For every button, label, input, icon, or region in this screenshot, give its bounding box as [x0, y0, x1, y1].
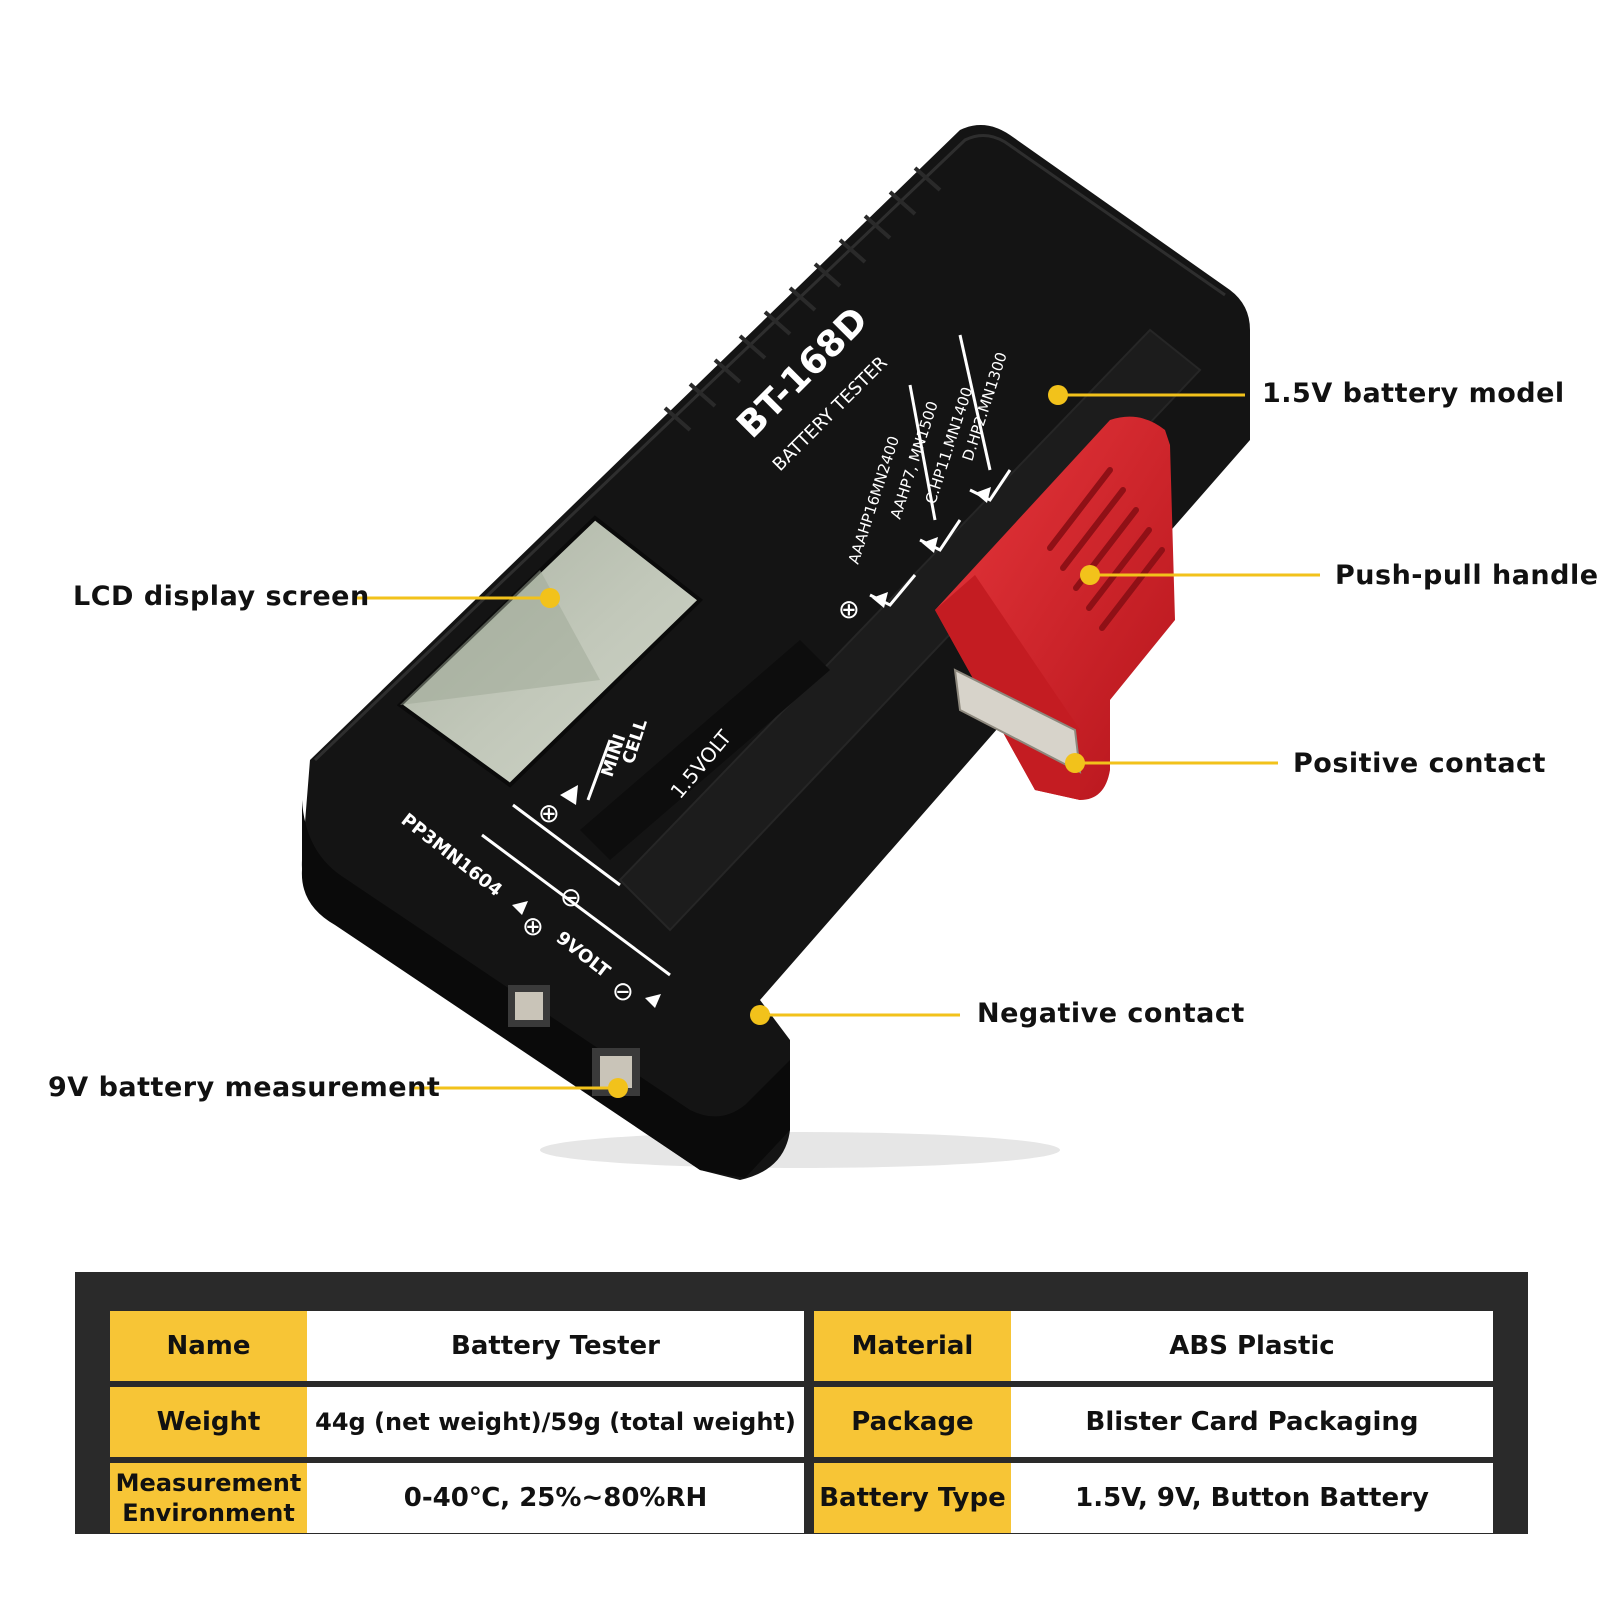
minus-symbol: ⊖ [560, 883, 582, 913]
minus-symbol-9v: ⊖ [612, 977, 634, 1007]
volt9-arrow [645, 994, 661, 1008]
plus-symbol-top: ⊕ [838, 595, 860, 625]
mini-cell-line [586, 739, 612, 801]
callout-handle: Push-pull handle [1335, 560, 1599, 591]
nine-volt-marker-line [481, 833, 671, 977]
spec-row: Name Battery Tester Material ABS Plastic [110, 1311, 1493, 1381]
spec-value: 0-40℃, 25%~80%RH [307, 1463, 804, 1533]
pp3-arrow [512, 901, 528, 915]
mini-cell-arrow [560, 785, 578, 805]
callout-dots [540, 385, 1100, 1098]
spec-table: Name Battery Tester Material ABS Plastic… [110, 1305, 1493, 1539]
spec-gap [804, 1387, 814, 1457]
spec-value: 1.5V, 9V, Button Battery [1011, 1463, 1493, 1533]
spec-row: Measurement Environment 0-40℃, 25%~80%RH… [110, 1463, 1493, 1533]
minus-marker-line [512, 803, 621, 887]
spec-key: Material [814, 1311, 1011, 1381]
callout-nine-volt: 9V battery measurement [48, 1072, 441, 1103]
spec-key: Measurement Environment [110, 1463, 307, 1533]
callout-battery-model: 1.5V battery model [1262, 378, 1565, 409]
spec-row: Weight 44g (net weight)/59g (total weigh… [110, 1387, 1493, 1457]
callout-lines [355, 393, 1320, 1090]
spec-key: Weight [110, 1387, 307, 1457]
slot-arrows [872, 487, 991, 608]
callout-positive: Positive contact [1293, 748, 1546, 779]
spec-key: Name [110, 1311, 307, 1381]
spec-value: 44g (net weight)/59g (total weight) [307, 1387, 804, 1457]
spec-table-panel: Name Battery Tester Material ABS Plastic… [75, 1272, 1528, 1534]
spec-value: ABS Plastic [1011, 1311, 1493, 1381]
callout-lcd: LCD display screen [73, 581, 370, 612]
device-shadow [540, 1132, 1060, 1168]
positive-contact-metal [953, 668, 1082, 774]
spec-key: Battery Type [814, 1463, 1011, 1533]
spec-key: Package [814, 1387, 1011, 1457]
callout-negative: Negative contact [977, 998, 1245, 1029]
battery-tester-illustration: BT-168D BATTERY TESTER AAAHP16MN2400 AAH… [301, 125, 1320, 1181]
spec-value: Blister Card Packaging [1011, 1387, 1493, 1457]
spec-gap [804, 1311, 814, 1381]
plus-symbol-mini: ⊕ [538, 799, 560, 829]
spec-gap [804, 1463, 814, 1533]
plus-symbol-9v: ⊕ [522, 912, 544, 942]
spec-value: Battery Tester [307, 1311, 804, 1381]
